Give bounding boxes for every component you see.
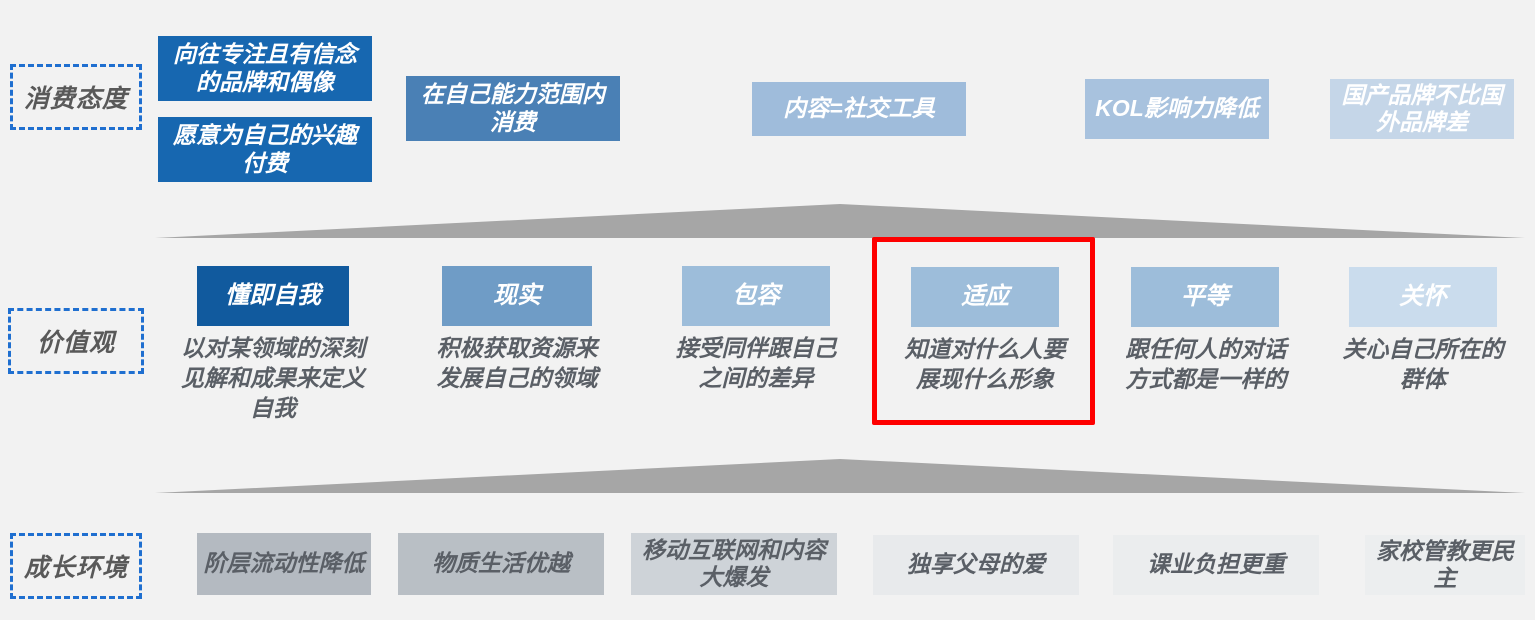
value-chip-6-caption: 关心自己所在的 群体 xyxy=(1342,336,1504,392)
attitude-chip-5[interactable]: KOL影响力降低 xyxy=(1085,79,1269,139)
value-chip-4-caption: 知道对什么人要 展现什么形象 xyxy=(904,336,1066,392)
value-chip-5-caption: 跟任何人的对话 方式都是一样的 xyxy=(1125,336,1287,392)
attitude-chip-4[interactable]: 内容=社交工具 xyxy=(752,82,966,136)
value-chip-6-title-label: 关怀 xyxy=(1399,282,1447,310)
value-chip-2-title[interactable]: 现实 xyxy=(442,266,592,326)
attitude-chip-6-label: 国产品牌不比国外品牌差 xyxy=(1341,81,1503,135)
value-chip-1-title[interactable]: 懂即自我 xyxy=(197,266,349,326)
value-chip-2-title-label: 现实 xyxy=(493,281,541,309)
row-label-consumption-attitude: 消费态度 xyxy=(10,64,142,130)
environment-chip-5[interactable]: 课业负担更重 xyxy=(1113,535,1319,595)
environment-chip-4-label: 独享父母的爱 xyxy=(907,551,1045,578)
environment-chip-6[interactable]: 家校管教更民主 xyxy=(1365,535,1525,595)
value-chip-6-title[interactable]: 关怀 xyxy=(1349,267,1497,327)
environment-chip-2-label: 物质生活优越 xyxy=(432,550,570,577)
environment-chip-5-label: 课业负担更重 xyxy=(1147,551,1285,578)
attitude-chip-2[interactable]: 愿意为自己的兴趣付费 xyxy=(158,117,372,182)
divider-values-to-environment xyxy=(155,455,1525,495)
attitude-chip-3[interactable]: 在自己能力范围内消费 xyxy=(406,76,620,141)
value-chip-4-title-label: 适应 xyxy=(961,282,1009,310)
row-label-text: 价值观 xyxy=(36,329,115,357)
environment-chip-3[interactable]: 移动互联网和内容大爆发 xyxy=(631,533,837,595)
environment-chip-4[interactable]: 独享父母的爱 xyxy=(873,535,1079,595)
value-chip-3-title-label: 包容 xyxy=(732,281,780,309)
attitude-chip-5-label: KOL影响力降低 xyxy=(1095,95,1259,122)
row-label-growth-environment: 成长环境 xyxy=(10,533,142,599)
attitude-chip-1[interactable]: 向往专注且有信念的品牌和偶像 xyxy=(158,36,372,101)
value-chip-3-caption: 接受同伴跟自己 之间的差异 xyxy=(675,335,837,391)
value-chip-1-caption: 以对某领域的深刻 见解和成果来定义 自我 xyxy=(181,335,365,421)
row-label-text: 成长环境 xyxy=(23,554,128,582)
value-chip-5-title[interactable]: 平等 xyxy=(1131,267,1279,327)
environment-chip-3-label: 移动互联网和内容大爆发 xyxy=(642,536,826,590)
environment-chip-1-label: 阶层流动性降低 xyxy=(203,550,365,577)
attitude-chip-6[interactable]: 国产品牌不比国外品牌差 xyxy=(1330,79,1514,139)
attitude-chip-2-label: 愿意为自己的兴趣付费 xyxy=(173,122,357,176)
value-chip-5-title-label: 平等 xyxy=(1181,282,1229,310)
attitude-chip-1-label: 向往专注且有信念的品牌和偶像 xyxy=(173,41,357,95)
value-chip-3-title[interactable]: 包容 xyxy=(682,266,830,326)
value-chip-4-title[interactable]: 适应 xyxy=(911,267,1059,327)
environment-chip-6-label: 家校管教更民主 xyxy=(1376,537,1514,591)
divider-attitude-to-values xyxy=(155,200,1525,240)
row-label-text: 消费态度 xyxy=(23,85,128,113)
value-chip-1-title-label: 懂即自我 xyxy=(225,281,321,309)
row-label-values: 价值观 xyxy=(8,308,144,374)
value-chip-2-caption: 积极获取资源来 发展自己的领域 xyxy=(436,335,598,391)
attitude-chip-3-label: 在自己能力范围内消费 xyxy=(421,81,605,135)
environment-chip-2[interactable]: 物质生活优越 xyxy=(398,533,604,595)
environment-chip-1[interactable]: 阶层流动性降低 xyxy=(197,533,371,595)
highlight-box-adaptation xyxy=(872,237,1095,425)
attitude-chip-4-label: 内容=社交工具 xyxy=(783,95,935,122)
